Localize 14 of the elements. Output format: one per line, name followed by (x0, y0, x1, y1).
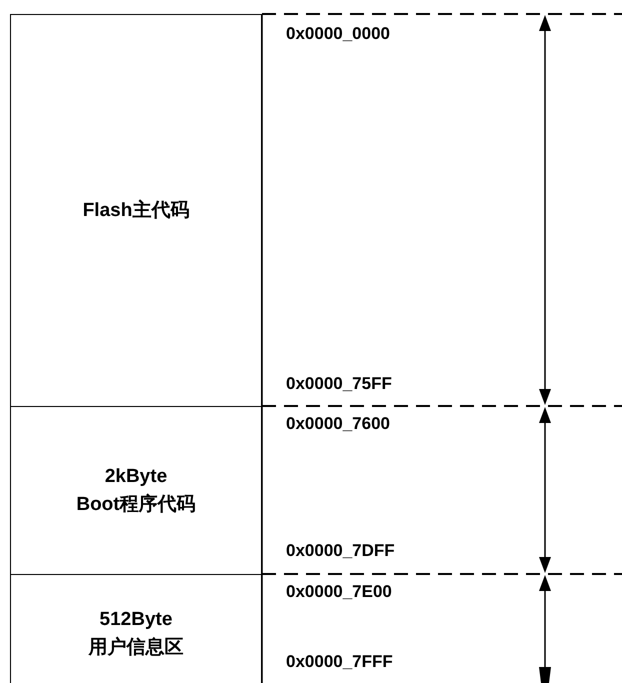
memory-region-box (10, 574, 262, 683)
address-label: 0x0000_7FFF (286, 652, 393, 672)
region-label: 512Byte (100, 608, 172, 632)
address-label: 0x0000_7E00 (286, 582, 392, 602)
address-label: 0x0000_7600 (286, 414, 390, 434)
memory-region-box (10, 406, 262, 575)
region-label: 用户信息区 (88, 636, 184, 660)
region-label: Flash主代码 (82, 198, 190, 222)
address-label: 0x0000_0000 (286, 24, 390, 44)
memory-region-box (10, 14, 262, 407)
region-label: 2kByte (104, 464, 168, 488)
region-label: Boot程序代码 (76, 492, 196, 516)
address-label: 0x0000_7DFF (286, 541, 395, 561)
address-label: 0x0000_75FF (286, 374, 392, 394)
